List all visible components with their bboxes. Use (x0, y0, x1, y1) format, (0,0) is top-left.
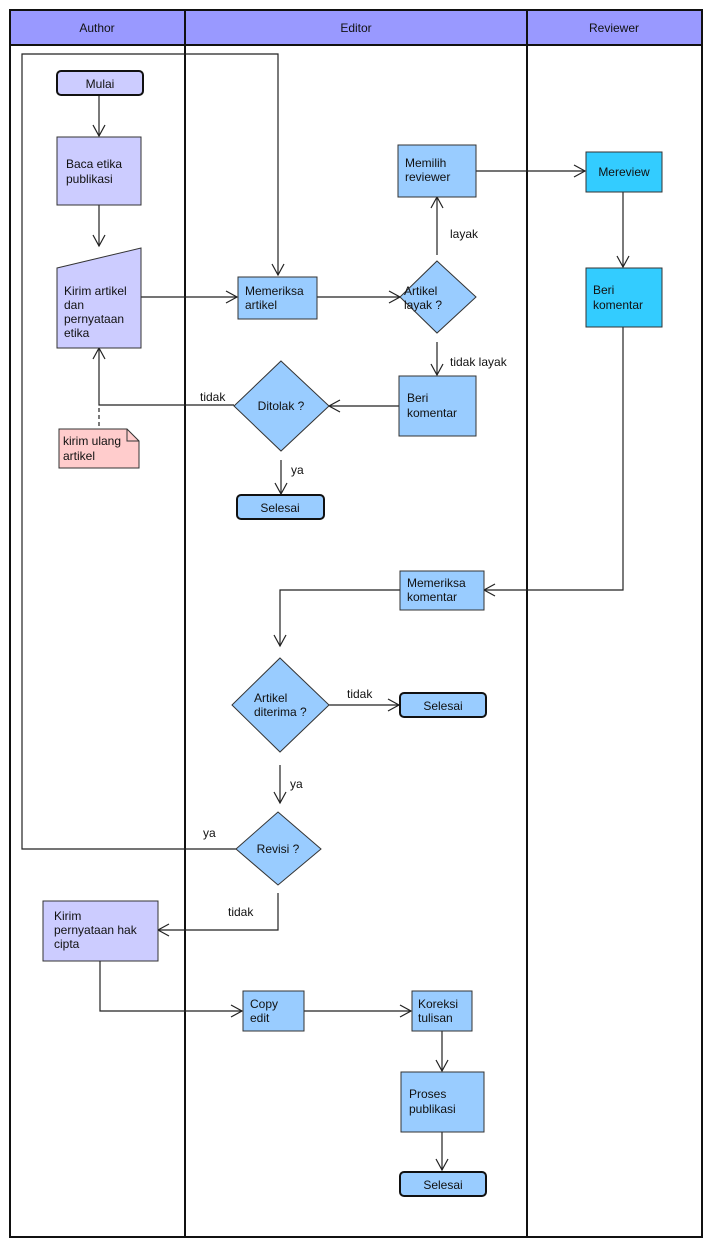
note-kirim-ulang-label: kirim ulang artikel (63, 434, 124, 463)
note-kirim-ulang: kirim ulang artikel (58, 428, 140, 469)
label-diterima-tidak: tidak (347, 687, 373, 701)
label-revisi-tidak: tidak (228, 905, 254, 919)
node-kirim-hak-cipta-label: Kirim pernyataan hak cipta (54, 909, 140, 951)
lane-title-author: Author (79, 21, 114, 35)
node-baca-etika-label: Baca etika publikasi (66, 157, 125, 186)
node-proses-publikasi: Proses publikasi (400, 1071, 485, 1133)
node-kirim-hak-cipta: Kirim pernyataan hak cipta (42, 900, 159, 962)
node-ditolak-label: Ditolak ? (258, 399, 305, 413)
label-ditolak-ya: ya (291, 463, 304, 477)
lane-header-editor (184, 9, 528, 46)
node-beri-komentar-editor: Beri komentar (398, 375, 477, 437)
lane-body-editor (184, 44, 528, 1238)
lane-body-author (9, 44, 186, 1238)
node-selesai-3: Selesai (399, 1171, 487, 1197)
node-artikel-diterima: Artikel diterima ? (231, 657, 330, 753)
edge-revisi-memeriksa (21, 53, 285, 850)
node-copy-edit: Copy edit (242, 990, 305, 1032)
label-revisi-ya: ya (203, 826, 216, 840)
node-selesai-3-label: Selesai (423, 1178, 462, 1192)
node-mereview: Mereview (585, 151, 663, 193)
node-mulai: Mulai (56, 70, 144, 96)
edge-labels: layak tidak layak tidak ya tidak ya ya t… (200, 227, 508, 919)
lane-title-editor: Editor (340, 21, 371, 35)
label-layak: layak (450, 227, 479, 241)
node-koreksi-tulisan: Koreksi tulisan (411, 990, 473, 1032)
node-revisi: Revisi ? (235, 811, 322, 886)
node-beri-komentar-editor-label: Beri komentar (407, 391, 457, 420)
lane-header-author (9, 9, 186, 46)
edge-hakcipta-copyedit (99, 961, 244, 1018)
edge-berikomentar-memeriksakomentar (482, 327, 624, 597)
node-kirim-artikel-label: Kirim artikel dan pernyataan etika (64, 284, 130, 340)
label-diterima-ya: ya (290, 777, 303, 791)
label-tidak-layak: tidak layak (450, 355, 508, 369)
lane-bodies (9, 44, 703, 1238)
node-baca-etika: Baca etika publikasi (56, 136, 142, 206)
node-beri-komentar-reviewer-label: Beri komentar (593, 283, 643, 312)
node-memeriksa-komentar-label: Memeriksa komentar (407, 576, 469, 604)
node-ditolak: Ditolak ? (233, 360, 330, 452)
node-artikel-layak: Artikel layak ? (399, 260, 477, 334)
edge-ditolak-kirim (92, 346, 234, 406)
lane-body-reviewer (526, 44, 703, 1238)
node-beri-komentar-reviewer: Beri komentar (585, 267, 663, 328)
node-mulai-label: Mulai (86, 77, 115, 91)
node-memeriksa-artikel: Memeriksa artikel (237, 276, 318, 320)
node-selesai-2-label: Selesai (423, 699, 462, 713)
node-selesai-1-label: Selesai (260, 501, 299, 515)
lane-headers: Author Editor Reviewer (9, 9, 703, 46)
node-proses-publikasi-label: Proses publikasi (409, 1087, 456, 1116)
edge-revisi-hakcipta (156, 893, 279, 937)
edge-memeriksakomentar-diterima (273, 589, 400, 648)
node-revisi-label: Revisi ? (257, 842, 300, 856)
node-copy-edit-label: Copy edit (250, 997, 281, 1025)
node-memilih-reviewer: Memilih reviewer (397, 144, 477, 198)
node-memeriksa-artikel-label: Memeriksa artikel (245, 284, 307, 312)
node-selesai-1: Selesai (236, 494, 325, 520)
node-kirim-artikel: Kirim artikel dan pernyataan etika (56, 247, 142, 349)
node-memeriksa-komentar: Memeriksa komentar (399, 570, 485, 611)
node-memilih-reviewer-label: Memilih reviewer (405, 156, 450, 184)
connectors (21, 53, 630, 1172)
node-artikel-diterima-label: Artikel diterima ? (254, 691, 307, 719)
lane-title-reviewer: Reviewer (589, 21, 639, 35)
node-koreksi-tulisan-label: Koreksi tulisan (418, 997, 461, 1025)
node-selesai-2: Selesai (399, 692, 487, 718)
label-ditolak-tidak: tidak (200, 390, 226, 404)
node-artikel-layak-label: Artikel layak ? (404, 284, 442, 312)
node-mereview-label: Mereview (598, 165, 650, 179)
